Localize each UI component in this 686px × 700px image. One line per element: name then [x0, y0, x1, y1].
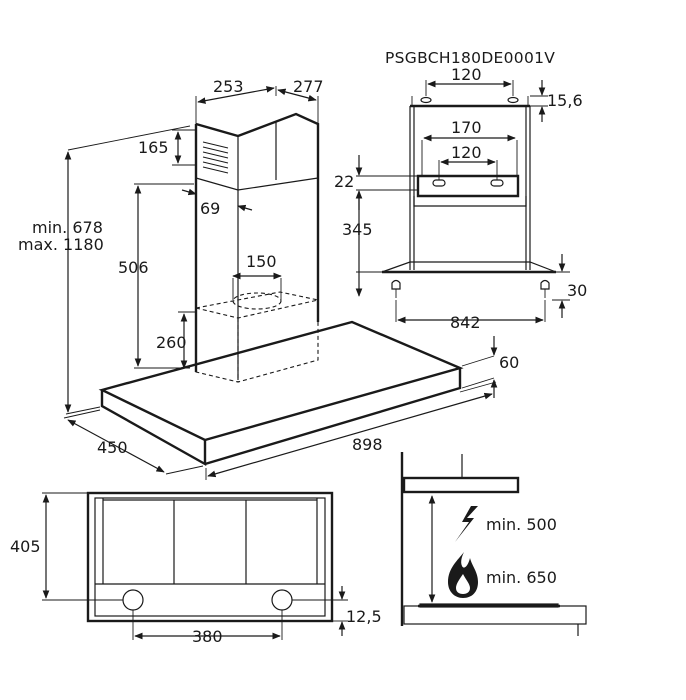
canopy-width-label: 898: [352, 435, 383, 454]
hole-span-label: 842: [450, 313, 481, 332]
top-offset-label: 15,6: [547, 91, 583, 110]
mount-holes: [391, 279, 550, 298]
height-min-label: min. 678: [32, 218, 103, 237]
clearance-view: min. 500 min. 650: [400, 452, 587, 636]
chimney-width-label: 253: [213, 77, 244, 96]
bracket-width-label: 170: [451, 118, 482, 137]
edge-offset-label: 12,5: [346, 607, 382, 626]
offset-label: 69: [200, 199, 220, 218]
vent-height-label: 165: [138, 138, 169, 157]
outlet-diameter-label: 150: [246, 252, 277, 271]
motor-height-label: 260: [156, 333, 187, 352]
height-max-label: max. 1180: [18, 235, 104, 254]
bottom-depth-label: 405: [10, 537, 41, 556]
lightning-icon: [455, 506, 478, 542]
bracket-height-label: 345: [342, 220, 373, 239]
electric-clearance-label: min. 500: [486, 515, 557, 534]
chimney-depth-label: 277: [293, 77, 324, 96]
lower-height-label: 506: [118, 258, 149, 277]
light-spacing-label: 380: [192, 627, 223, 646]
chimney-upper: [195, 112, 320, 322]
vent-slots: [202, 141, 229, 174]
canopy-side-face: [204, 368, 462, 466]
light-right: [271, 589, 293, 611]
chimney-overlap-line: [195, 177, 319, 191]
bracket-view: PSGBCH180DE0001V 120 15,6 170 120: [334, 49, 587, 332]
hood-perspective-view: 253 277 165 69 min. 678 max. 1180 506 15…: [18, 77, 519, 480]
outlet-hidden: [232, 292, 282, 310]
bracket-offset-label: 22: [334, 172, 354, 191]
product-code: PSGBCH180DE0001V: [385, 49, 555, 67]
canopy-depth-label: 450: [97, 438, 128, 457]
gas-clearance-label: min. 650: [486, 568, 557, 587]
bracket-hole-spacing-label: 120: [451, 143, 482, 162]
motor-box-hidden: [195, 291, 319, 383]
bottom-view: 405 380 12,5: [10, 491, 382, 646]
top-hole-spacing-label: 120: [451, 65, 482, 84]
canopy-thickness-label: 60: [499, 353, 519, 372]
light-left: [122, 589, 144, 611]
bottom-offset-label: 30: [567, 281, 587, 300]
